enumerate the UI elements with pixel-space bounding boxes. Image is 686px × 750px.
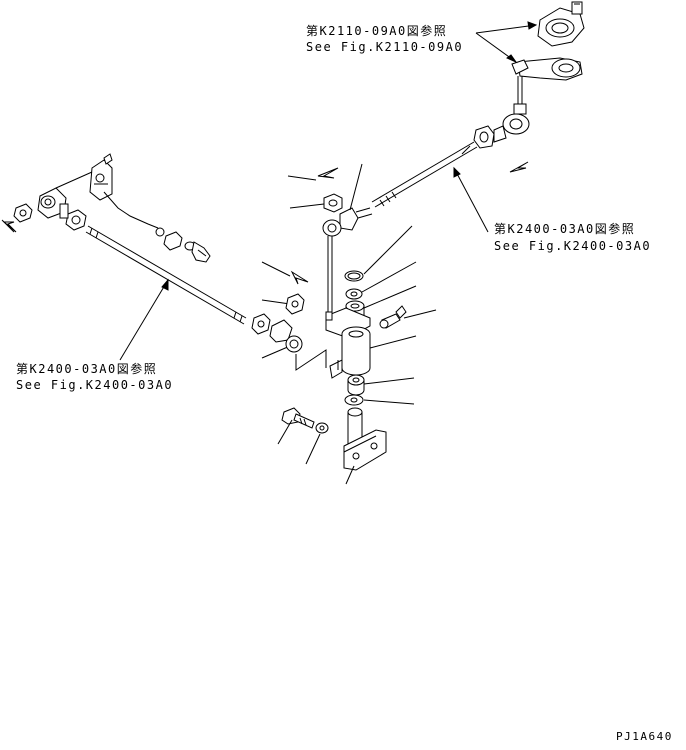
center-ball-joint — [322, 207, 373, 237]
ref-k2110-en: See Fig.K2110-09A0 — [306, 40, 464, 54]
snap-ring — [344, 270, 364, 282]
bushing-lower — [347, 374, 365, 396]
upper-nut-center — [323, 193, 343, 213]
center-leader-lines — [261, 163, 437, 485]
lever-pin — [513, 76, 527, 115]
left-tie-rod — [85, 225, 247, 325]
drawing-code: PJ1A640 — [616, 730, 673, 743]
center-bracket-outline — [295, 349, 327, 371]
ref-k2400-right-jp: 第K2400-03A0図参照 — [494, 222, 636, 236]
left-bolt-chain — [103, 191, 211, 263]
leader-ref-top — [475, 21, 538, 64]
bracket-bolt — [281, 407, 315, 429]
left-arrow-small — [1, 219, 17, 233]
pivot-housing — [325, 307, 371, 379]
grease-fitting — [379, 305, 407, 329]
ref-k2400-right-en: See Fig.K2400-03A0 — [494, 239, 652, 253]
right-tie-rod — [371, 141, 478, 208]
left-ball-joint — [37, 171, 93, 219]
center-vertical-rod — [327, 236, 333, 316]
right-tie-rod-end — [473, 113, 530, 149]
leader-ref-left — [119, 278, 169, 361]
small-arrow-right — [509, 161, 529, 173]
washer-lower — [344, 394, 364, 406]
ref-k2400-left-en: See Fig.K2400-03A0 — [16, 378, 174, 392]
upper-arm-casting — [537, 1, 585, 47]
pivot-shaft-bracket — [343, 407, 387, 471]
bracket-washer — [315, 422, 329, 434]
lower-arm-lever — [511, 57, 583, 81]
washer-upper — [345, 288, 363, 300]
ref-k2110-jp: 第K2110-09A0図参照 — [306, 24, 448, 38]
left-nut — [13, 203, 33, 223]
ref-k2400-left-jp: 第K2400-03A0図参照 — [16, 362, 158, 376]
left-jam-nut — [59, 203, 87, 231]
leader-ref-right — [453, 166, 489, 233]
left-rod-end-right — [251, 293, 305, 353]
left-clamp-bracket — [89, 153, 113, 201]
